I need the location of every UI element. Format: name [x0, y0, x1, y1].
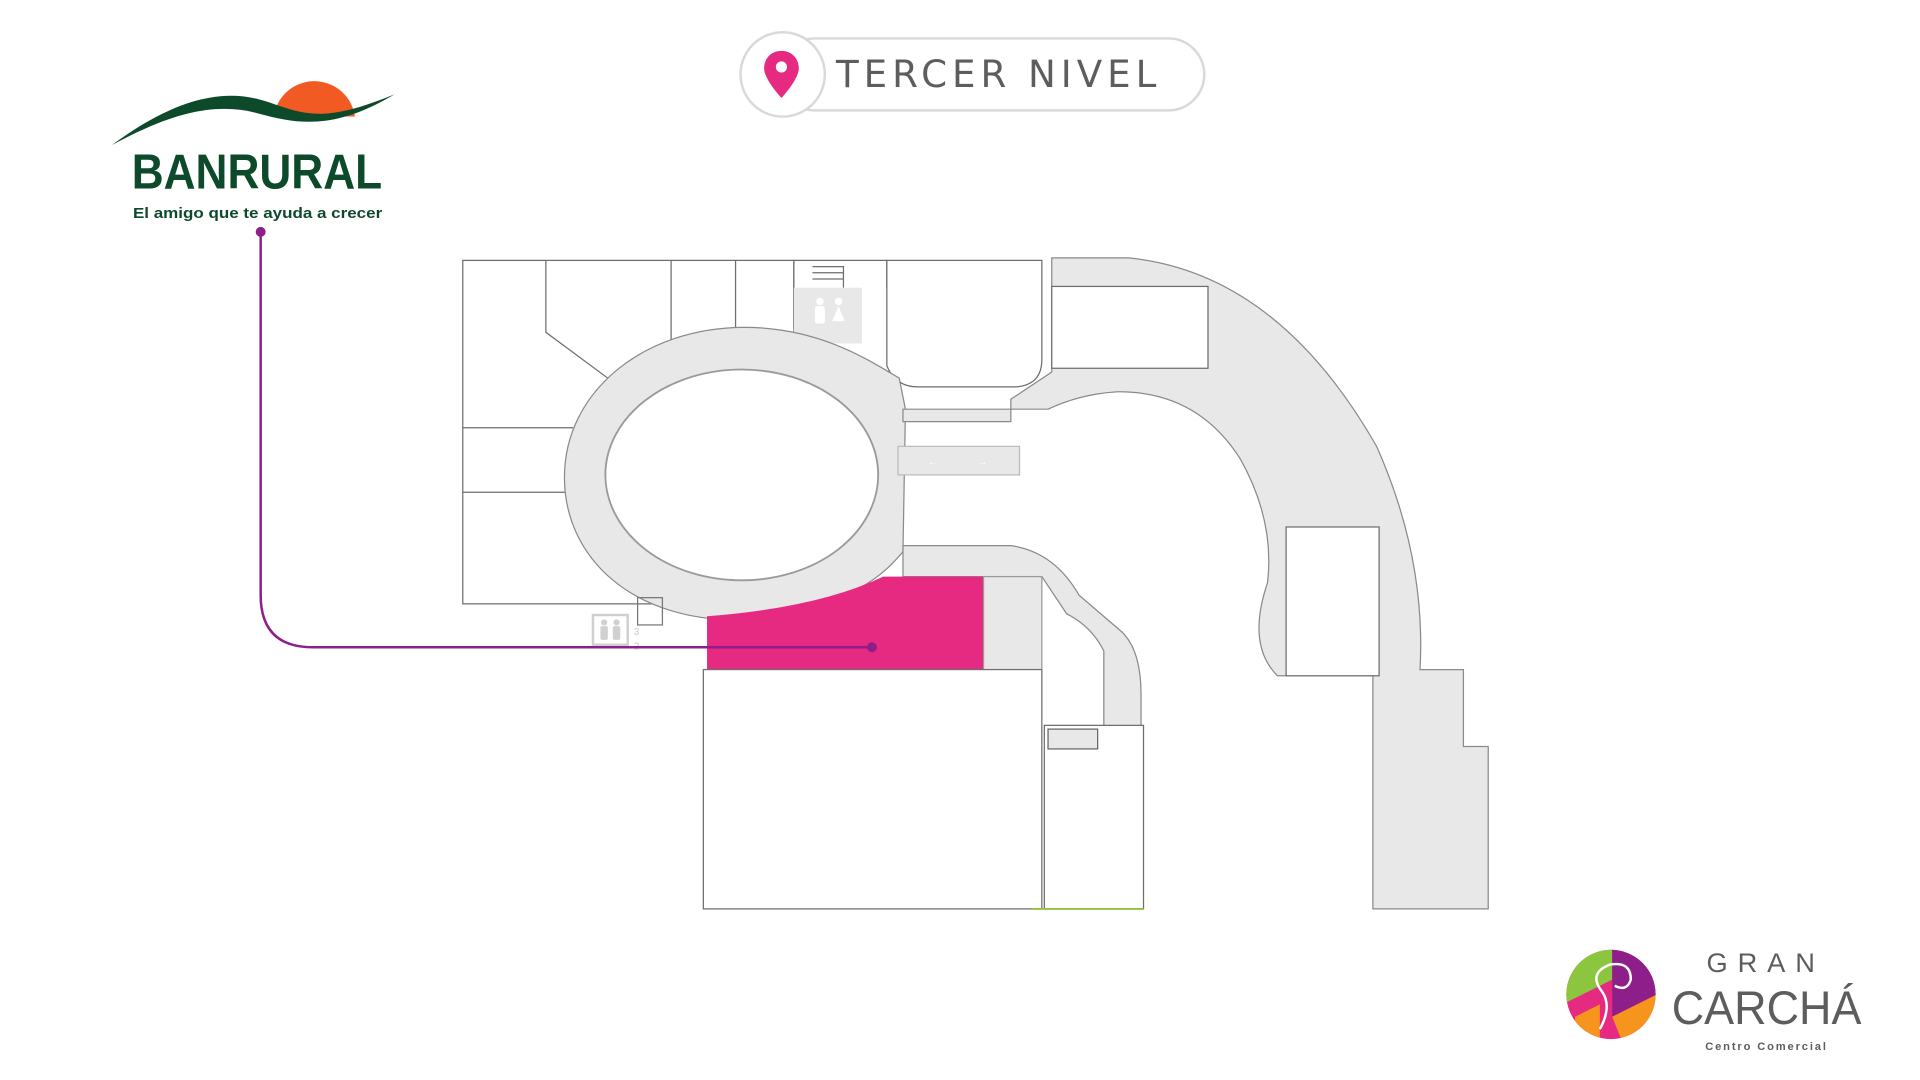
gran-carcha-logo: GRAN CARCHÁ Centro Comercial [1566, 947, 1862, 1053]
south-corridor [902, 408, 1142, 751]
restroom-area [793, 287, 863, 344]
store-connector [255, 226, 877, 653]
store-top-right [1051, 285, 1209, 369]
escalator-down-icon: → [977, 457, 987, 468]
elevator-floor-3: 3 [634, 627, 640, 638]
elevator-shaft [636, 597, 664, 626]
atrium-void [604, 368, 880, 582]
store-top-middle [886, 259, 1043, 388]
banrural-logo[interactable]: BANRURAL El amigo que te ayuda a crecer [111, 81, 395, 222]
map-pin-icon [764, 50, 799, 98]
store-tagline: El amigo que te ayuda a crecer [133, 206, 382, 222]
store-name: BANRURAL [132, 143, 382, 199]
escalator-up-icon: ← [928, 457, 938, 468]
logo-line3: Centro Comercial [1705, 1041, 1828, 1053]
level-title: TERCER NIVEL [835, 52, 1161, 96]
escalator [897, 445, 1021, 476]
restroom-icon [814, 297, 845, 324]
stairs [1047, 728, 1099, 750]
store-south-small [1043, 724, 1145, 910]
logo-line2: CARCHÁ [1672, 981, 1862, 1034]
logo-line1: GRAN [1706, 947, 1824, 978]
corridor-segment [982, 575, 1043, 671]
elevator-icon [591, 613, 629, 647]
level-header: TERCER NIVEL [739, 30, 1206, 118]
anchor-store-south [702, 668, 1043, 910]
store-east [1285, 526, 1380, 677]
